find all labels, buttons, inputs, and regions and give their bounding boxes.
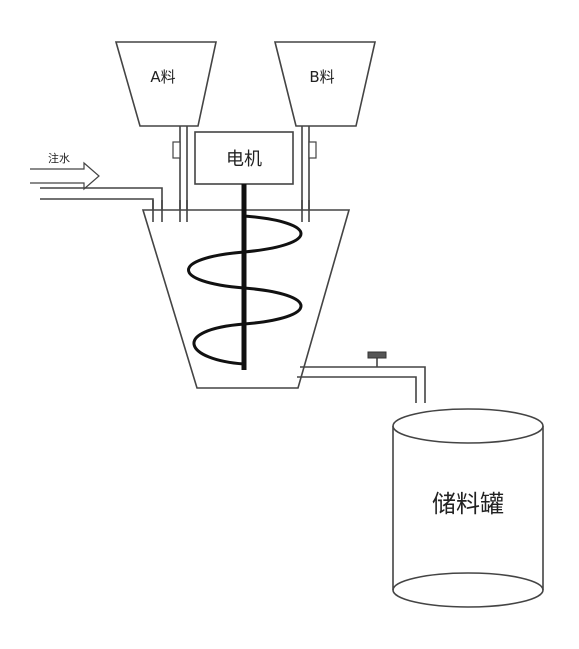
spiral-auger <box>187 214 303 366</box>
hopper-a-label: A料 <box>150 68 175 86</box>
hopper-b <box>273 41 377 222</box>
hopper-b-label: B料 <box>309 68 334 86</box>
storage-tank-label: 储料罐 <box>432 490 504 518</box>
storage-tank <box>392 408 544 608</box>
outlet-valve <box>367 351 387 367</box>
water-inlet-arrow <box>30 161 100 191</box>
water-pipe <box>40 187 163 222</box>
motor-label: 电机 <box>226 149 262 170</box>
outlet-pipe <box>297 366 426 403</box>
water-inlet-label: 注水 <box>48 151 70 165</box>
motor <box>194 131 294 185</box>
